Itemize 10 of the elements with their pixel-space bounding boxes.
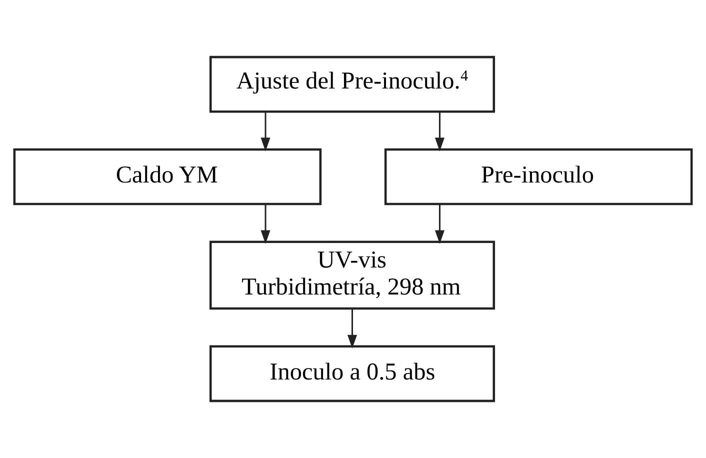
arrow [434, 204, 444, 244]
arrow [347, 308, 358, 349]
node-box: Caldo YM [13, 148, 322, 206]
node-box: Ajuste del Pre-inoculo.$^{4}$ [209, 56, 496, 113]
arrow [260, 112, 270, 152]
arrow [260, 204, 270, 244]
node-box: UV-vis Turbidimetría, 298 nm [209, 240, 496, 310]
arrow [434, 112, 444, 152]
node-box: Inoculo a 0.5 abs [209, 345, 496, 402]
node-box: Pre-inoculo [384, 148, 693, 206]
